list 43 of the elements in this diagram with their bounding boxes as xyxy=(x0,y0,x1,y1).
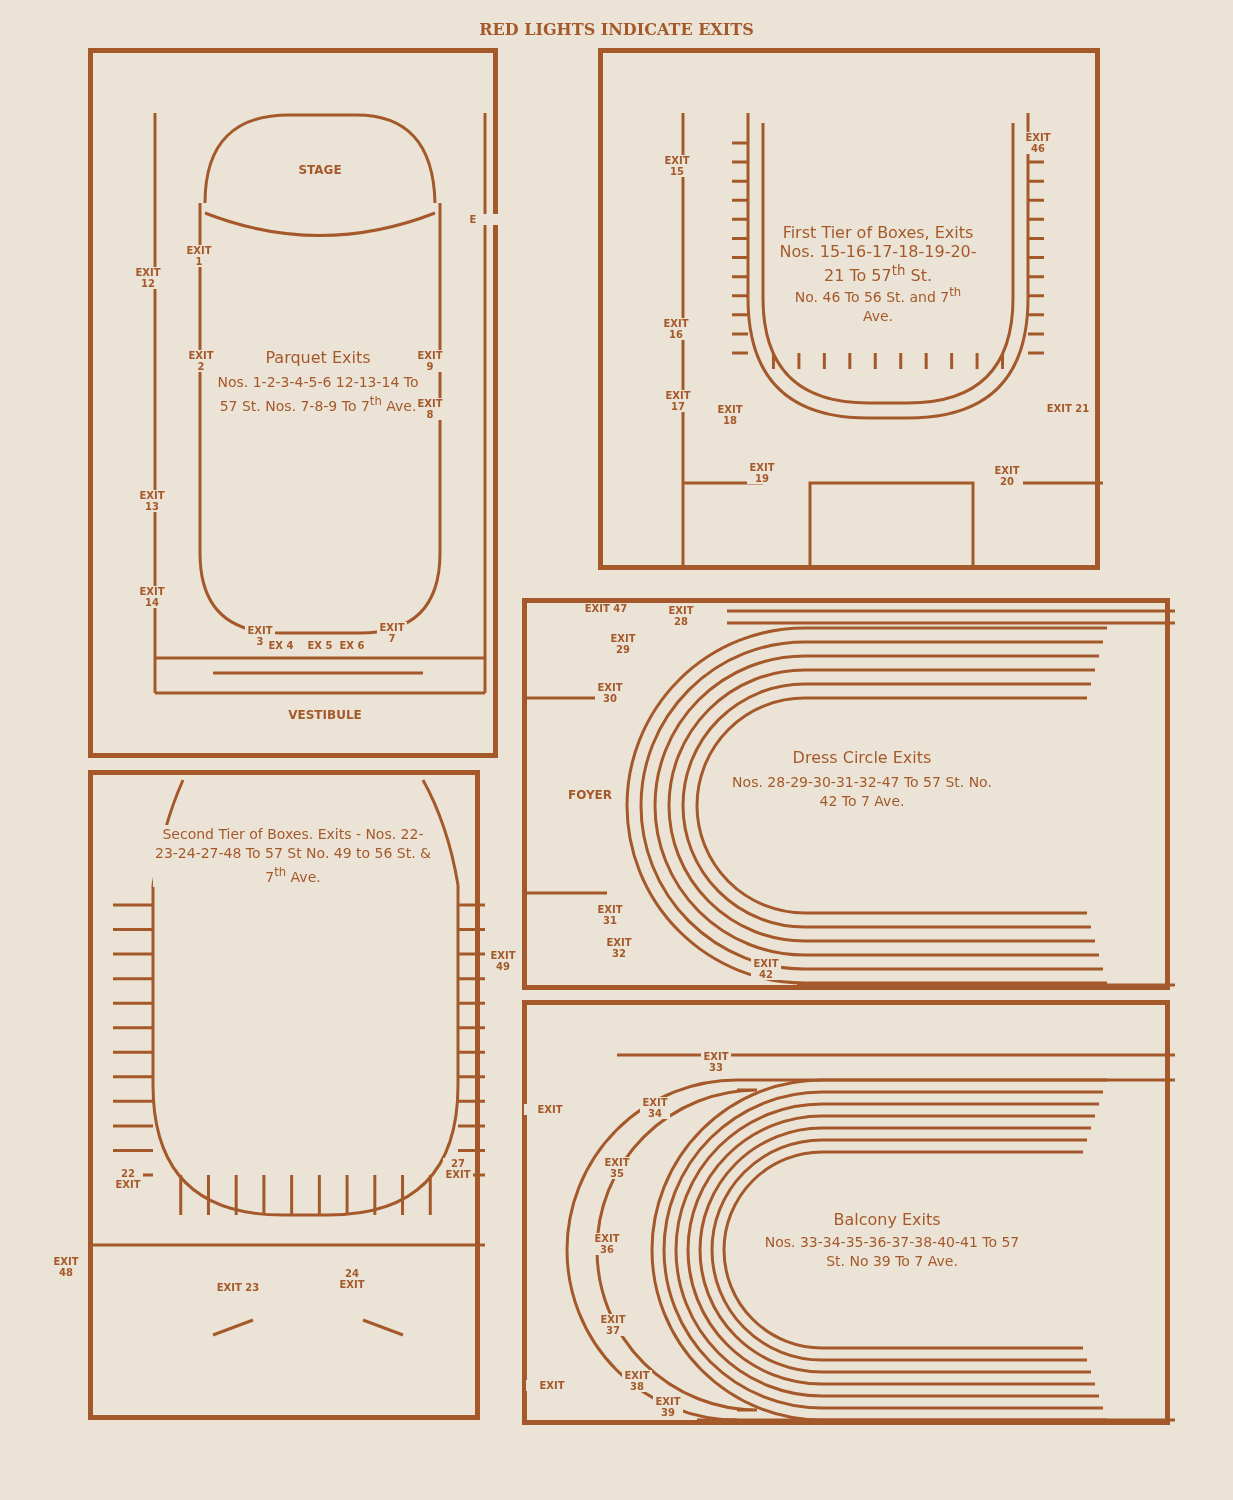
exit-label: EXIT 20 xyxy=(992,465,1022,487)
exit-label: EXIT 42 xyxy=(751,958,781,980)
exit-label: EXIT 38 xyxy=(622,1370,652,1392)
room-name: STAGE xyxy=(210,163,430,177)
exit-label: EXIT 39 xyxy=(653,1396,683,1418)
exit-label: EXIT 30 xyxy=(595,682,625,704)
exit-label: EX 6 xyxy=(337,640,367,651)
exit-label: EXIT 46 xyxy=(1023,132,1053,154)
exit-label: EXIT 28 xyxy=(666,605,696,627)
exit-label: EXIT 9 xyxy=(415,350,445,372)
exit-label: EXIT 2 xyxy=(186,350,216,372)
exit-label: EXIT 19 xyxy=(747,462,777,484)
page-title: RED LIGHTS INDICATE EXITS xyxy=(478,20,755,39)
exit-label: EXIT 15 xyxy=(662,155,692,177)
plan-heading: Second Tier of Boxes. Exits - Nos. 22-23-24-27-48 To 57 St No. 49 to 56 St. & 7$^{th}$ Ave. xyxy=(153,825,433,887)
exit-label: EXIT 48 xyxy=(51,1256,81,1278)
room-name: VESTIBULE xyxy=(155,708,495,722)
exit-label: EXIT 37 xyxy=(598,1314,628,1336)
exit-label: EX 4 xyxy=(266,640,296,651)
floor-plan xyxy=(598,48,1100,570)
exit-label: EXIT 18 xyxy=(715,404,745,426)
exit-label: EXIT 29 xyxy=(608,633,638,655)
exit-label: EXIT 7 xyxy=(377,622,407,644)
exit-label: EXIT 33 xyxy=(701,1051,731,1073)
exit-label: 24 EXIT xyxy=(337,1268,367,1290)
exit-label: 22 EXIT xyxy=(113,1168,143,1190)
exit-label: EXIT 32 xyxy=(604,937,634,959)
exit-label: EXIT 8 xyxy=(415,398,445,420)
exit-label: EXIT 49 xyxy=(488,950,518,972)
exit-label: EXIT 12 xyxy=(133,267,163,289)
room-name: FOYER xyxy=(535,788,645,802)
exit-label: EXIT 17 xyxy=(663,390,693,412)
floor-plan xyxy=(88,48,498,758)
exit-label: EXIT 1 xyxy=(184,245,214,267)
exit-label: EX 5 xyxy=(305,640,335,651)
exit-label: EXIT 36 xyxy=(592,1233,622,1255)
exit-label: EXIT 16 xyxy=(661,318,691,340)
exit-label: EXIT 31 xyxy=(595,904,625,926)
exit-label: 27 EXIT xyxy=(443,1158,473,1180)
exit-label: EXIT 34 xyxy=(640,1097,670,1119)
exit-label: EXIT 14 xyxy=(137,586,167,608)
exit-label: EXIT 35 xyxy=(602,1157,632,1179)
exit-label: EXIT 13 xyxy=(137,490,167,512)
